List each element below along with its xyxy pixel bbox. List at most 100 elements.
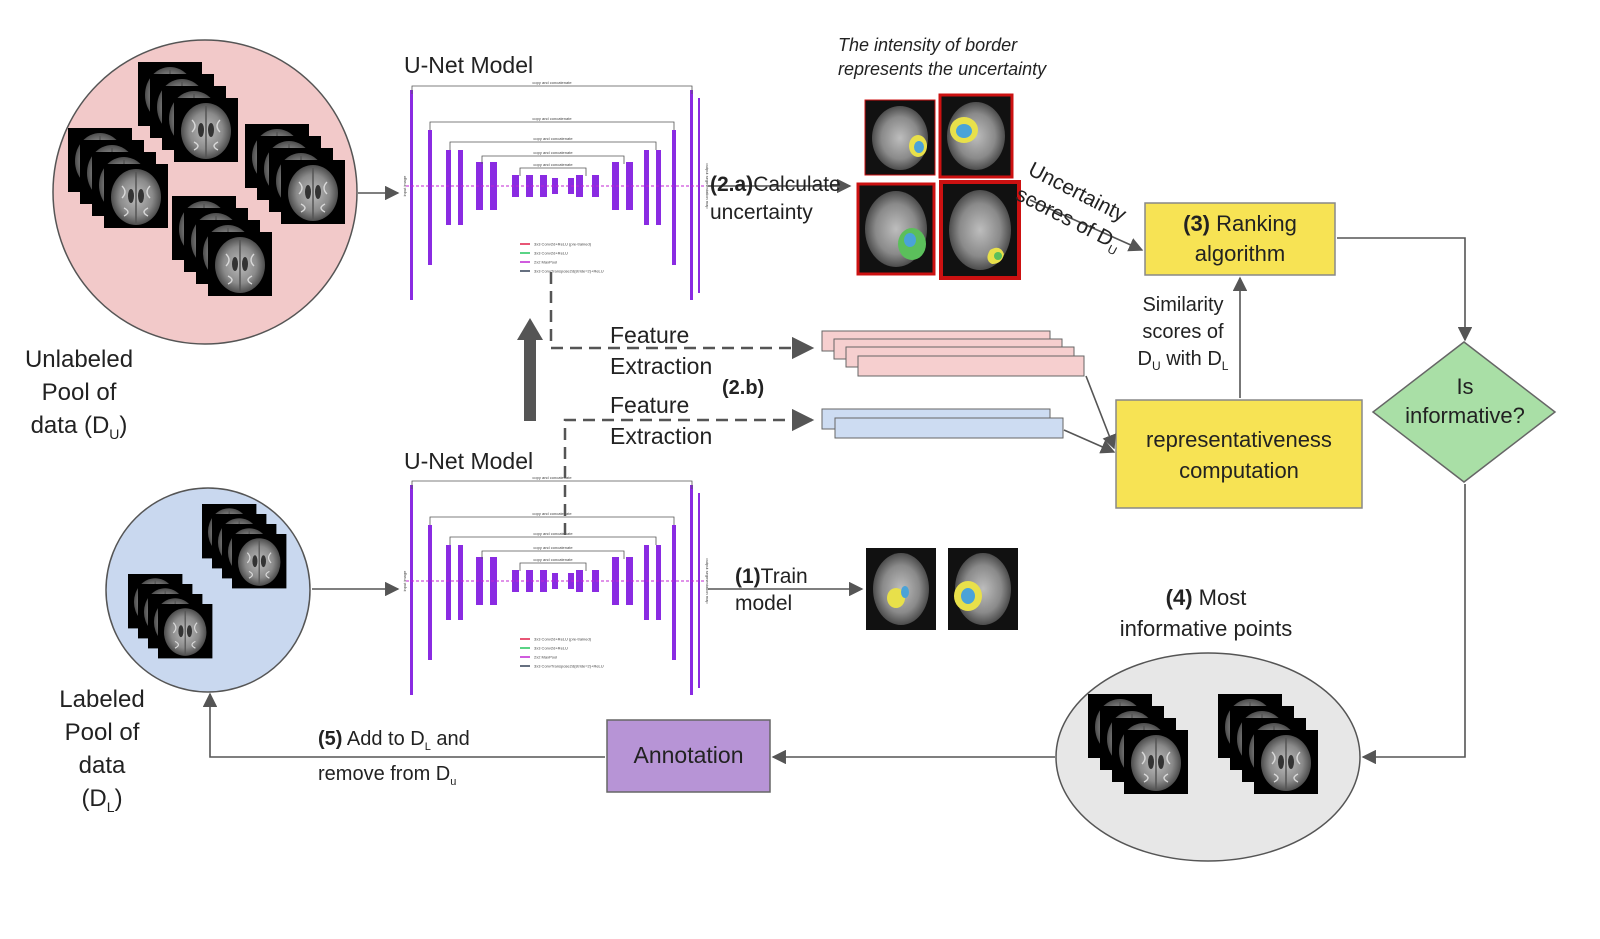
unet-top-skip-label: copy and concatenate	[533, 162, 573, 167]
unet-top-layer-bar	[690, 90, 693, 300]
unet-top-layer-bar	[656, 150, 661, 225]
feature-bottom-line1: Feature	[610, 392, 690, 418]
uncertainty-thumbnail-4	[939, 180, 1021, 280]
unet-top-skip-label: copy and concatenate	[533, 150, 573, 155]
feature-bottom-label: Feature Extraction	[610, 390, 712, 452]
dashed-arrow-feature-bottom	[563, 408, 815, 535]
unlabeled-label-close: )	[119, 412, 128, 439]
train-output-thumbnail-1	[866, 548, 936, 630]
unet-bottom-layer-bar	[612, 557, 619, 605]
similarity-line3: DU with DL	[1128, 346, 1238, 380]
unet-bottom-legend-label: 3x3 Conv2d+ReLU (pre-trained)	[534, 637, 592, 642]
step-5-text-b: and	[430, 728, 470, 750]
unet-bottom-skip-connection	[411, 480, 693, 489]
unet-bottom-layer-bar	[458, 545, 463, 620]
unet-top-layer-bar	[526, 175, 533, 197]
step-1-text: Train	[760, 565, 808, 588]
unet-bottom-legend-label: 3x3 Conv2d+ReLU	[534, 646, 568, 651]
similarity-sub-u: U	[1151, 359, 1161, 373]
step-5-sub1: L	[424, 741, 431, 753]
unet-bottom-skip-connection	[449, 536, 657, 545]
ranking-algorithm-box	[1144, 202, 1336, 276]
unet-bottom-skip-label: copy and concatenate	[532, 511, 572, 516]
feature-top-line1: Feature	[610, 322, 690, 348]
step-5-label: (5) Add to DL and remove from Du	[318, 726, 470, 796]
unet-bottom-skip-connection	[481, 550, 625, 559]
labeled-label-line3: data	[78, 752, 126, 779]
uncertainty-thumbnail-2	[938, 93, 1014, 179]
unlabeled-label-line1: Unlabeled	[24, 346, 134, 373]
step-5-text2: remove from D	[318, 763, 451, 785]
step-5-text: Add to D	[346, 728, 425, 750]
unet-top-legend-label: 3x3 ConvTranspose2d(stride=2)+ReLU	[534, 269, 604, 274]
unet-top-layer-bar	[698, 98, 700, 293]
step-4-text2: informative points	[1119, 616, 1293, 641]
labeled-pool-label: Labeled Pool of data (DL)	[38, 683, 166, 824]
decision-label: Is informative?	[1383, 372, 1547, 430]
arrow-uncertainty-to-ranking	[1029, 199, 1144, 252]
similarity-sub-l: L	[1221, 359, 1229, 373]
unet-top-skip-connection	[411, 85, 693, 94]
unet-top-layer-bar	[592, 175, 599, 197]
unet-bottom-layer-bar	[672, 525, 676, 660]
similarity-d: D	[1137, 348, 1152, 370]
step-5-num: (5)	[318, 728, 343, 750]
arrow-blue-to-repr	[1063, 429, 1116, 454]
unet-top-layer-bar	[458, 150, 463, 225]
unet-bottom-diagram: copy and concatenate copy and concatenate…	[402, 475, 710, 695]
unet-bottom-layer-bar	[512, 570, 519, 592]
unet-top-layer-bar	[552, 178, 558, 194]
labeled-label-line2: Pool of	[64, 719, 140, 746]
unet-bottom-layer-bar	[576, 570, 583, 592]
unet-bottom-layer-bar	[698, 493, 700, 688]
unet-bottom-skip-connection	[429, 516, 675, 525]
unet-top-legend-label: 2x2 MaxPool	[534, 260, 557, 265]
similarity-with: with D	[1160, 348, 1222, 370]
border-note: The intensity of border represents the u…	[838, 33, 1046, 81]
unet-top-skip-label: copy and concatenate	[532, 116, 572, 121]
labeled-label-close: )	[114, 785, 123, 812]
unet-bottom-layer-bar	[644, 545, 649, 620]
unet-top-skip-label: copy and concatenate	[532, 80, 572, 85]
unet-bottom-layer-bar	[446, 545, 451, 620]
unet-top-title: U-Net Model	[404, 52, 534, 78]
unet-top-layer-bar	[512, 175, 519, 197]
unet-bottom-skip-label: copy and concatenate	[533, 545, 573, 550]
feature-top-label: Feature Extraction	[610, 320, 712, 382]
unlabeled-label-sub: U	[109, 425, 120, 442]
unet-top-layer-bar	[410, 90, 413, 300]
representativeness-line1: representativeness	[1146, 427, 1332, 452]
unet-bottom-layer-bar	[626, 557, 633, 605]
unet-top-diagram: copy and concatenate copy and concatenate…	[402, 80, 710, 300]
unet-bottom-layer-bar	[690, 485, 693, 695]
arrow-decision-to-pool	[1361, 484, 1466, 765]
representativeness-label: representativeness computation	[1116, 424, 1362, 486]
unet-bottom-output-label: output segmentation map	[705, 558, 710, 604]
step-1-label: (1)Train model	[735, 563, 808, 617]
decision-line2: informative?	[1405, 403, 1525, 428]
unet-top-layer-bar	[428, 130, 432, 265]
weights-transfer-arrow	[517, 318, 543, 421]
unet-bottom-layer-bar	[476, 557, 483, 605]
unet-top-layer-bar	[612, 162, 619, 210]
unet-bottom-legend-label: 2x2 MaxPool	[534, 655, 557, 660]
labeled-label-line1: Labeled	[59, 686, 145, 713]
unet-bottom-layer-bar	[526, 570, 533, 592]
step-2b-label: (2.b)	[722, 377, 765, 399]
train-output-thumbnail-2	[948, 548, 1018, 630]
step-1-num: (1)	[735, 565, 761, 588]
unlabeled-label-data: data (D	[30, 412, 110, 439]
ranking-label: (3) Ranking algorithm	[1145, 209, 1335, 269]
unet-bottom-layer-bar	[428, 525, 432, 660]
labeled-label-d: (D	[81, 785, 107, 812]
unet-top-layer-bar	[672, 130, 676, 265]
unlabeled-pool-label: Unlabeled Pool of data (DU)	[6, 343, 152, 451]
ranking-num: (3)	[1183, 211, 1211, 236]
border-note-line1: The intensity of border	[838, 35, 1018, 55]
unet-bottom-skip-label: copy and concatenate	[533, 531, 573, 536]
unet-top-layer-bar	[446, 150, 451, 225]
decision-diamond	[1371, 341, 1557, 483]
unlabeled-label-line3: data (DU)	[6, 409, 152, 451]
arrow-ranking-to-decision	[1337, 237, 1473, 342]
